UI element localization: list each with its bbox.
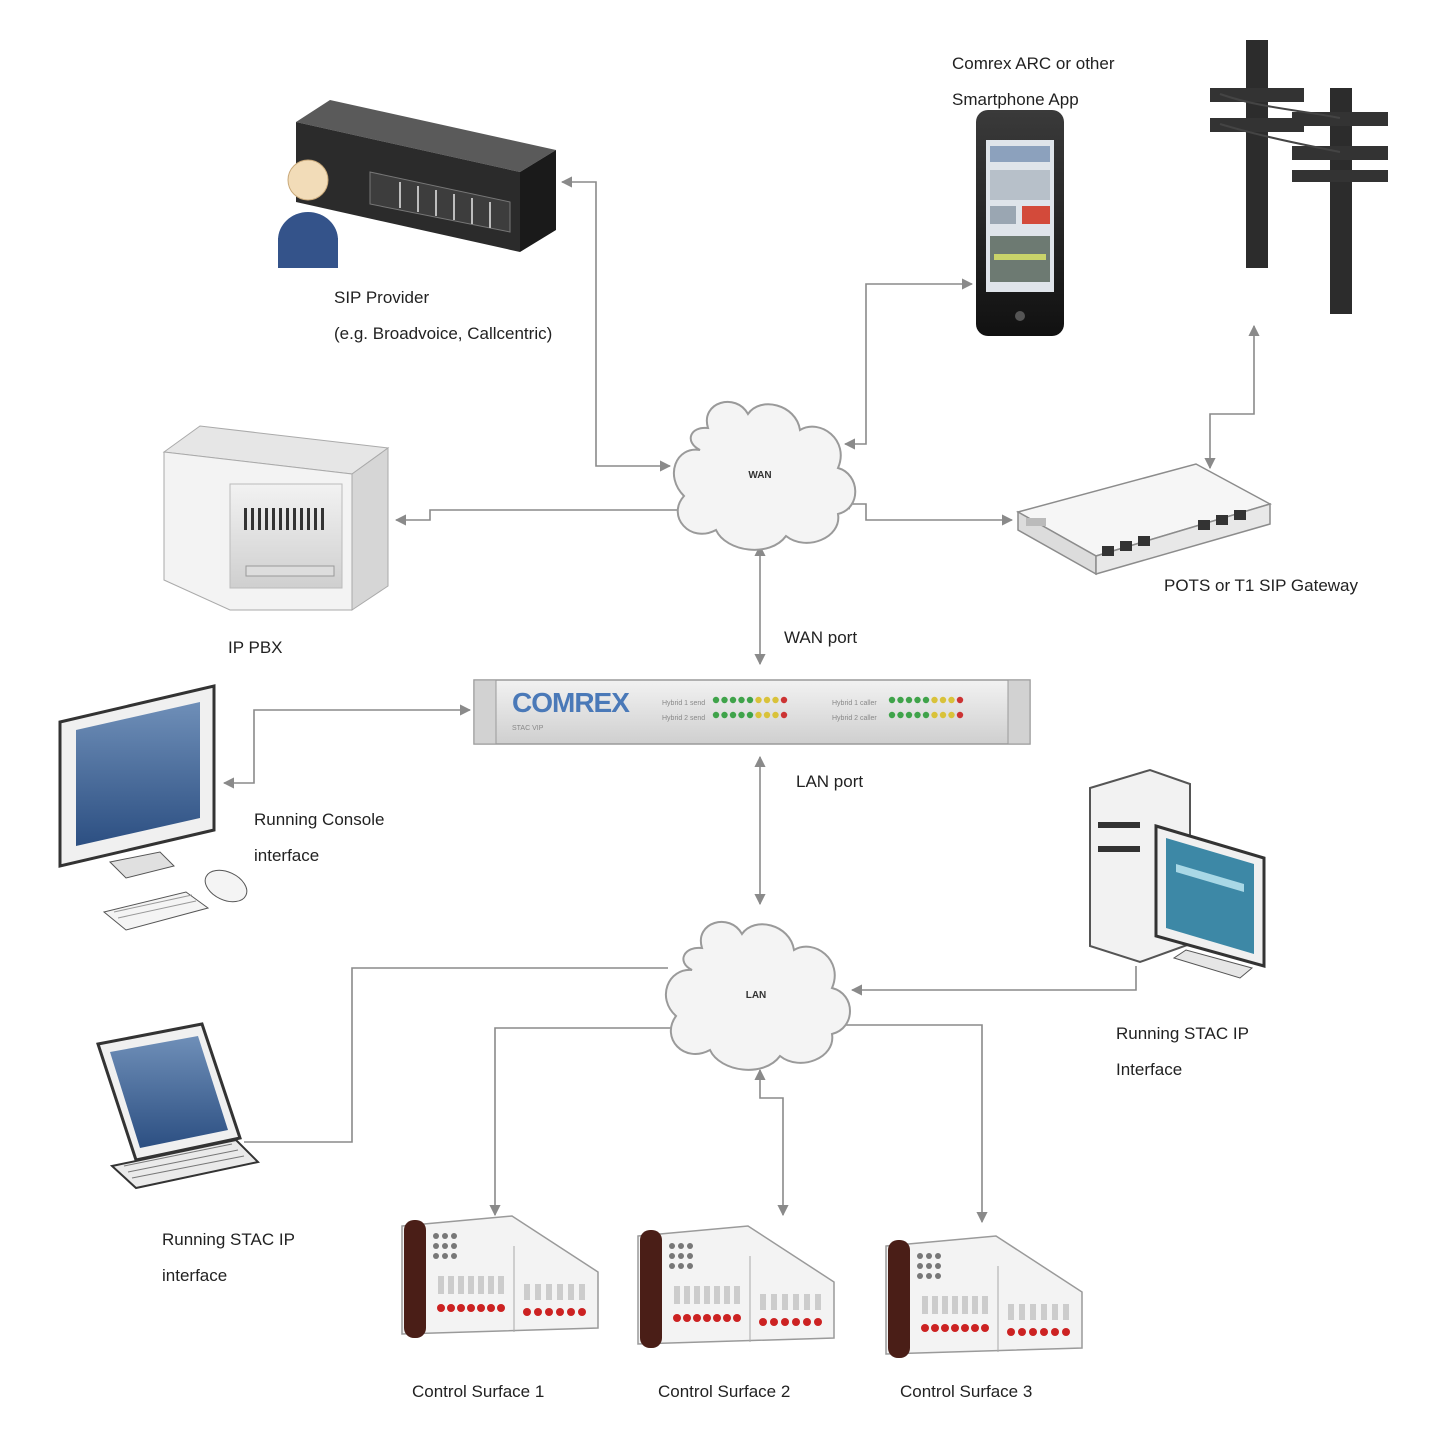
sip-provider-line2: (e.g. Broadvoice, Callcentric) xyxy=(334,324,553,343)
smartphone-line2: Smartphone App xyxy=(952,90,1079,109)
control-surface-2-icon xyxy=(637,1225,835,1348)
led xyxy=(897,711,904,719)
connectors xyxy=(222,176,1260,1224)
stac-ip-laptop-label: Running STAC IP interface xyxy=(162,1222,295,1294)
led xyxy=(763,711,771,719)
led xyxy=(772,711,779,719)
meter-label-3: Hybrid 1 caller xyxy=(832,700,877,707)
led xyxy=(729,711,737,719)
level-meters xyxy=(712,696,964,719)
mouse-icon xyxy=(204,869,248,903)
wan-cloud-label: WAN xyxy=(748,470,771,481)
console-line2: interface xyxy=(254,846,320,865)
led xyxy=(931,696,938,704)
led xyxy=(712,696,720,704)
link-lan-desktop xyxy=(850,966,1137,996)
meter-label-4: Hybrid 2 caller xyxy=(832,715,877,722)
stac-ip-laptop-line2: interface xyxy=(162,1266,228,1285)
link-lan-cs1 xyxy=(489,1027,700,1217)
meter-label-1: Hybrid 1 send xyxy=(662,700,705,707)
link-wan-gateway xyxy=(838,498,1014,526)
sip-gateway-icon xyxy=(1016,463,1272,576)
led xyxy=(939,711,947,719)
ip-pbx-icon xyxy=(162,425,390,611)
user-icon xyxy=(278,159,338,268)
led xyxy=(931,711,938,719)
led xyxy=(755,711,762,719)
led xyxy=(948,711,955,719)
link-gateway-poles xyxy=(1204,324,1260,470)
link-wan-pbx xyxy=(394,509,678,526)
led xyxy=(712,711,720,719)
link-lan-laptop xyxy=(244,967,668,1143)
control-surface-2-label: Control Surface 2 xyxy=(658,1382,791,1401)
led xyxy=(729,696,737,704)
control-surface-1-icon xyxy=(401,1215,599,1338)
led xyxy=(746,711,754,719)
gateway-label: POTS or T1 SIP Gateway xyxy=(1164,576,1359,595)
wan-port-label: WAN port xyxy=(784,628,858,647)
link-sip-wan xyxy=(560,176,672,472)
led xyxy=(905,696,913,704)
wan-cloud: WAN xyxy=(673,400,857,551)
console-computer-icon xyxy=(58,684,216,931)
link-console-stac xyxy=(222,704,472,789)
device-brand: COMREX xyxy=(512,687,630,718)
led xyxy=(780,711,788,719)
led xyxy=(763,696,771,704)
link-lan-cs2 xyxy=(754,1068,789,1217)
lan-cloud-label: LAN xyxy=(746,990,767,1001)
control-surface-1-label: Control Surface 1 xyxy=(412,1382,545,1401)
led xyxy=(738,711,745,719)
lan-port-label: LAN port xyxy=(796,772,864,791)
link-wan-smartphone xyxy=(843,278,974,450)
led xyxy=(922,696,930,704)
sip-provider-label: SIP Provider (e.g. Broadvoice, Callcentr… xyxy=(334,280,552,352)
stac-ip-desktop-line1: Running STAC IP xyxy=(1116,1024,1249,1043)
stac-ip-desktop-line2: Interface xyxy=(1116,1060,1183,1079)
led xyxy=(772,696,779,704)
led xyxy=(914,711,921,719)
smartphone-label: Comrex ARC or other Smartphone App xyxy=(952,46,1115,118)
stac-ip-desktop-label: Running STAC IP Interface xyxy=(1116,1016,1249,1088)
console-line1: Running Console xyxy=(254,810,385,829)
led xyxy=(746,696,754,704)
stac-vip-device: COMREX STAC VIP Hybrid 1 send Hybrid 2 s… xyxy=(473,679,1031,745)
led xyxy=(888,711,896,719)
stac-ip-desktop-icon xyxy=(1089,768,1266,979)
ip-pbx-label: IP PBX xyxy=(228,638,283,657)
console-label: Running Console interface xyxy=(254,802,384,874)
led xyxy=(721,696,728,704)
sip-provider-line1: SIP Provider xyxy=(334,288,430,307)
led xyxy=(905,711,913,719)
led xyxy=(914,696,921,704)
led xyxy=(956,696,964,704)
laptop-icon xyxy=(96,1022,261,1190)
led xyxy=(755,696,762,704)
smartphone-line1: Comrex ARC or other xyxy=(952,54,1115,73)
control-surfaces xyxy=(401,1215,1083,1358)
meter-label-2: Hybrid 2 send xyxy=(662,715,705,722)
led xyxy=(738,696,745,704)
led xyxy=(780,696,788,704)
led xyxy=(948,696,955,704)
link-lan-cs3 xyxy=(840,1024,988,1224)
led xyxy=(888,696,896,704)
lan-cloud: LAN xyxy=(665,920,851,1071)
led xyxy=(939,696,947,704)
led xyxy=(897,696,904,704)
control-surface-3-icon xyxy=(885,1235,1083,1358)
stac-ip-laptop-line1: Running STAC IP xyxy=(162,1230,295,1249)
sip-server-icon xyxy=(296,100,556,252)
control-surface-3-label: Control Surface 3 xyxy=(900,1382,1033,1401)
led xyxy=(721,711,728,719)
device-model: STAC VIP xyxy=(512,725,544,732)
led xyxy=(956,711,964,719)
telephone-pole-icon xyxy=(1210,40,1388,314)
smartphone-icon xyxy=(976,110,1064,336)
led xyxy=(922,711,930,719)
